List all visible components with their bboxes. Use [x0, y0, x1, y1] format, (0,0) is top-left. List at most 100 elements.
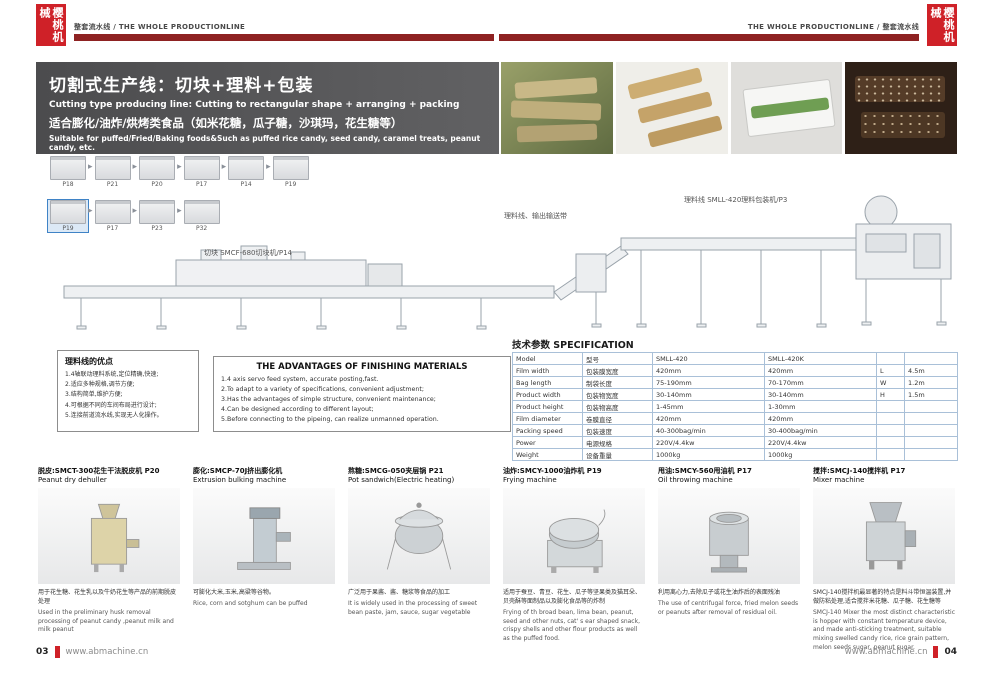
candy-bar-shape	[647, 115, 723, 148]
machine-desc-cn: 广泛用于果酱、酱、糖浆等食品的加工	[348, 589, 451, 596]
product-photo-strip	[501, 62, 957, 154]
advantages-box-en: THE ADVANTAGES OF FINISHING MATERIALS 1.…	[213, 356, 511, 432]
machine-title-cn: 脱皮:SMCT-300花生干法脱皮机 P20	[38, 467, 160, 475]
advantage-item: 4.Can be designed according to different…	[221, 406, 374, 414]
flow-step: P19	[271, 156, 311, 188]
machine-card-oil-thrower: 甩油:SMCY-560甩油机 P17 Oil throwing machine …	[658, 466, 800, 652]
header-rule-left	[74, 34, 494, 41]
extruder-illustration	[237, 507, 291, 570]
production-line-drawing: 切块 SMCF-680切块机/P14 理料线、输出输送带 理料线 SMLL-42…	[63, 195, 952, 330]
machine-list: 脱皮:SMCT-300花生干法脱皮机 P20 Peanut dry dehull…	[38, 466, 955, 652]
footer-right: www.abmachine.cn 04	[845, 646, 957, 658]
banner-title-en: Cutting type producing line: Cutting to …	[49, 100, 460, 110]
flow-step-label: P20	[151, 181, 163, 188]
flow-machine-icon	[183, 156, 220, 180]
candy-bar-shape	[855, 76, 946, 102]
machine-title-en: Peanut dry dehuller	[38, 476, 107, 484]
flow-machine-icon	[50, 200, 86, 224]
banner-subtitle-en: Suitable for puffed/Fried/Baking foods&S…	[49, 134, 481, 152]
flow-machine-icon	[139, 200, 176, 224]
jacketed-pot-illustration	[386, 502, 452, 570]
spec-title: 技术参数 SPECIFICATION	[512, 340, 634, 351]
flow-machine-icon	[94, 200, 131, 224]
advantage-item: 5.Before connecting to the pipeing, can …	[221, 416, 439, 424]
flow-step-label: P21	[106, 181, 119, 188]
page-number-left: 03	[36, 647, 49, 657]
flow-step: P21	[93, 156, 133, 188]
flow-step-label: P23	[151, 225, 163, 232]
flow-step-label: P17	[195, 181, 208, 188]
flow-step-label: P17	[106, 225, 119, 232]
extruder-photo	[193, 488, 335, 584]
advantage-item: 2.To adapt to a variety of specification…	[221, 386, 424, 394]
flow-step-label: P14	[240, 181, 252, 188]
flow-step-highlighted: P19	[47, 199, 89, 233]
flow-step-label: P19	[62, 225, 74, 232]
flow-machine-icon	[183, 200, 220, 224]
machine-card-mixer: 搅拌:SMCJ-140搅拌机 P17 Mixer machine SMCJ-14…	[813, 466, 955, 652]
machine-card-dehuller: 脱皮:SMCT-300花生干法脱皮机 P20 Peanut dry dehull…	[38, 466, 180, 652]
machine-desc-cn: 适用于蚕豆、青豆、花生、瓜子等坚果类及猫耳朵、贝壳酥等面制品以及膨化食品等的炸制	[503, 589, 642, 605]
jacketed-pot-photo	[348, 488, 490, 584]
product-photo-cereal-bars	[501, 62, 613, 154]
machine-desc-en: Frying of th broad bean, lima bean, pean…	[503, 609, 640, 643]
flow-step: P17	[93, 200, 133, 232]
flow-step: P32	[182, 200, 222, 232]
machine-title-cn: 膨化:SMCP-70J挤出膨化机	[193, 467, 283, 475]
footer-red-separator	[54, 646, 60, 658]
machine-desc-en: SMCJ-140 Mixer the most distinct charact…	[813, 609, 956, 651]
advantages-box-cn: 理料线的优点 1.4轴联动理料系统,定位精确,快速; 2.适应多种规格,调节方便…	[57, 350, 199, 432]
machine-title-cn: 熬糖:SMCG-050夹层锅 P21	[348, 467, 444, 475]
page-number-right: 04	[944, 647, 957, 657]
machine-desc-en: Used in the preliminary husk removal pro…	[38, 609, 174, 634]
oil-thrower-illustration	[709, 511, 749, 573]
dehuller-illustration	[90, 503, 140, 573]
brand-stamp-left: 樱桃机械	[36, 4, 66, 46]
flow-step: P18	[48, 156, 88, 188]
machine-desc-cn: 可膨化大米,玉米,高粱等谷物。	[193, 589, 275, 596]
machine-desc-en: It is widely used in the processing of s…	[348, 600, 478, 616]
process-flow-row-1: P18 P21 P20 P17 P14 P19	[48, 156, 311, 188]
mixer-photo	[813, 488, 955, 584]
candy-bar-shape	[510, 100, 602, 121]
header-rule-right	[499, 34, 919, 41]
mixer-illustration	[865, 502, 917, 570]
flow-step-label: P19	[285, 181, 297, 188]
banner-title-cn: 切割式生产线：切块+理料+包装	[49, 76, 314, 96]
advantage-item: 5.连接前道流水线,实现无人化操作。	[65, 411, 163, 419]
website-link[interactable]: www.abmachine.cn	[844, 647, 928, 657]
machine-title-en: Pot sandwich(Electric heating)	[348, 476, 455, 484]
brand-stamp-right: 樱桃机械	[927, 4, 957, 46]
machine-title-cn: 油炸:SMCY-1000油炸机 P19	[503, 467, 602, 475]
footer-left: 03 www.abmachine.cn	[36, 646, 148, 658]
flow-machine-icon	[50, 156, 86, 180]
advantages-cn-title: 理料线的优点	[65, 357, 113, 366]
flow-machine-icon	[272, 156, 309, 180]
advantage-item: 3.Has the advantages of simple structure…	[221, 396, 436, 404]
machine-card-fryer: 油炸:SMCY-1000油炸机 P19 Frying machine 适用于蚕豆…	[503, 466, 645, 652]
fryer-illustration	[547, 509, 606, 573]
flow-step: P20	[137, 156, 177, 188]
flow-step-label: P18	[62, 181, 74, 188]
website-link[interactable]: www.abmachine.cn	[65, 647, 149, 657]
fryer-photo	[503, 488, 645, 584]
candy-bar-shape	[514, 77, 598, 99]
flow-machine-icon	[94, 156, 131, 180]
machine-card-extruder: 膨化:SMCP-70J挤出膨化机 Extrusion bulking machi…	[193, 466, 335, 652]
machine-card-jacketed-pot: 熬糖:SMCG-050夹层锅 P21 Pot sandwich(Electric…	[348, 466, 490, 652]
flow-step: P17	[182, 156, 222, 188]
footer-red-separator	[933, 646, 939, 658]
machine-title-en: Oil throwing machine	[658, 476, 733, 484]
cutter-label: 切块 SMCF-680切块机/P14	[204, 248, 293, 257]
dehuller-photo	[38, 488, 180, 584]
machine-desc-cn: 利用离心力,去除瓜子或花生油炸后的表面残油	[658, 589, 780, 596]
advantage-item: 4.可根据不同的车间布局进行设计;	[65, 401, 157, 409]
